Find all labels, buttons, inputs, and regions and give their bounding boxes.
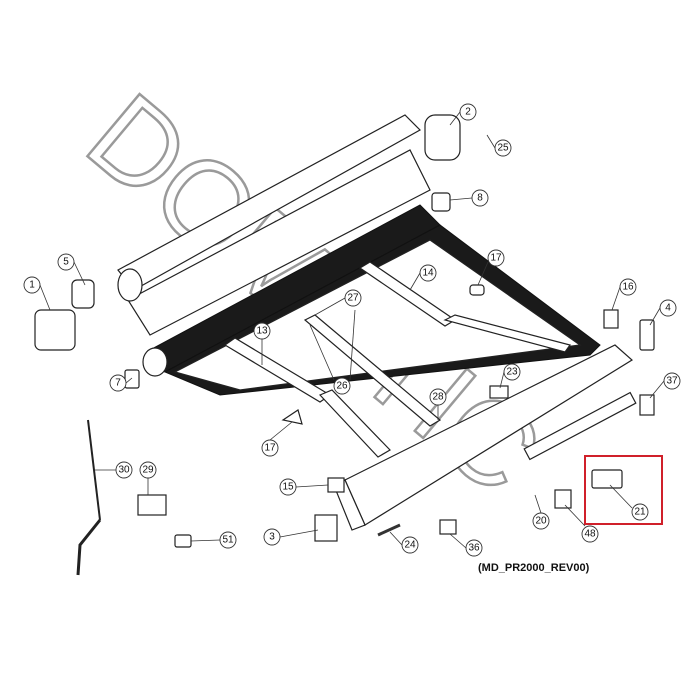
- svg-text:25: 25: [497, 143, 509, 154]
- callout-25[interactable]: 25: [494, 139, 512, 157]
- drawing-reference: (MD_PR2000_REV00): [478, 562, 590, 574]
- svg-text:23: 23: [506, 367, 518, 378]
- top-cover: [117, 114, 431, 336]
- svg-text:5: 5: [63, 257, 69, 268]
- svg-text:17: 17: [264, 443, 276, 454]
- leader-lines: [39, 111, 665, 549]
- callout-1[interactable]: 1: [23, 276, 41, 294]
- callout-28[interactable]: 28: [429, 388, 447, 406]
- svg-text:27: 27: [347, 293, 359, 304]
- callout-5[interactable]: 5: [57, 253, 75, 271]
- callout-20[interactable]: 20: [532, 512, 550, 530]
- svg-text:51: 51: [222, 535, 234, 546]
- svg-text:4: 4: [665, 303, 671, 314]
- callout-3[interactable]: 3: [263, 528, 281, 546]
- svg-text:2: 2: [465, 107, 471, 118]
- svg-text:1: 1: [29, 280, 35, 291]
- callout-48[interactable]: 48: [581, 525, 599, 543]
- callout-36[interactable]: 36: [465, 539, 483, 557]
- callout-15[interactable]: 15: [279, 478, 297, 496]
- callouts: 1 2 3 4 5 7 8 13 14 15 16 17 17 20 21 23…: [23, 103, 681, 557]
- highlight-box: [584, 455, 663, 525]
- svg-text:21: 21: [634, 507, 646, 518]
- svg-text:24: 24: [404, 540, 416, 551]
- callout-17-top[interactable]: 17: [487, 249, 505, 267]
- svg-text:13: 13: [256, 326, 268, 337]
- svg-text:20: 20: [535, 516, 547, 527]
- small-parts: [34, 114, 655, 576]
- callout-27[interactable]: 27: [344, 289, 362, 307]
- callout-24[interactable]: 24: [401, 536, 419, 554]
- svg-text:30: 30: [118, 465, 130, 476]
- callout-17-bottom[interactable]: 17: [261, 439, 279, 457]
- svg-text:26: 26: [336, 381, 348, 392]
- svg-text:29: 29: [142, 465, 154, 476]
- svg-text:48: 48: [584, 529, 596, 540]
- callout-30[interactable]: 30: [115, 461, 133, 479]
- svg-text:15: 15: [282, 482, 294, 493]
- callout-29[interactable]: 29: [139, 461, 157, 479]
- callout-23[interactable]: 23: [503, 363, 521, 381]
- svg-text:14: 14: [422, 268, 434, 279]
- callout-51[interactable]: 51: [219, 531, 237, 549]
- callout-13[interactable]: 13: [253, 322, 271, 340]
- callout-21[interactable]: 21: [631, 503, 649, 521]
- callout-37[interactable]: 37: [663, 372, 681, 390]
- roller-tube: [142, 204, 601, 396]
- svg-text:8: 8: [477, 193, 483, 204]
- svg-text:36: 36: [468, 543, 480, 554]
- svg-text:17: 17: [490, 253, 502, 264]
- svg-text:7: 7: [115, 378, 121, 389]
- callout-8[interactable]: 8: [471, 189, 489, 207]
- callout-26[interactable]: 26: [333, 377, 351, 395]
- arms: [223, 261, 571, 458]
- svg-text:16: 16: [622, 282, 634, 293]
- svg-text:28: 28: [432, 392, 444, 403]
- callout-14[interactable]: 14: [419, 264, 437, 282]
- callout-2[interactable]: 2: [459, 103, 477, 121]
- svg-text:3: 3: [269, 532, 275, 543]
- callout-16[interactable]: 16: [619, 278, 637, 296]
- svg-text:37: 37: [666, 376, 678, 387]
- callout-7[interactable]: 7: [109, 374, 127, 392]
- callout-4[interactable]: 4: [659, 299, 677, 317]
